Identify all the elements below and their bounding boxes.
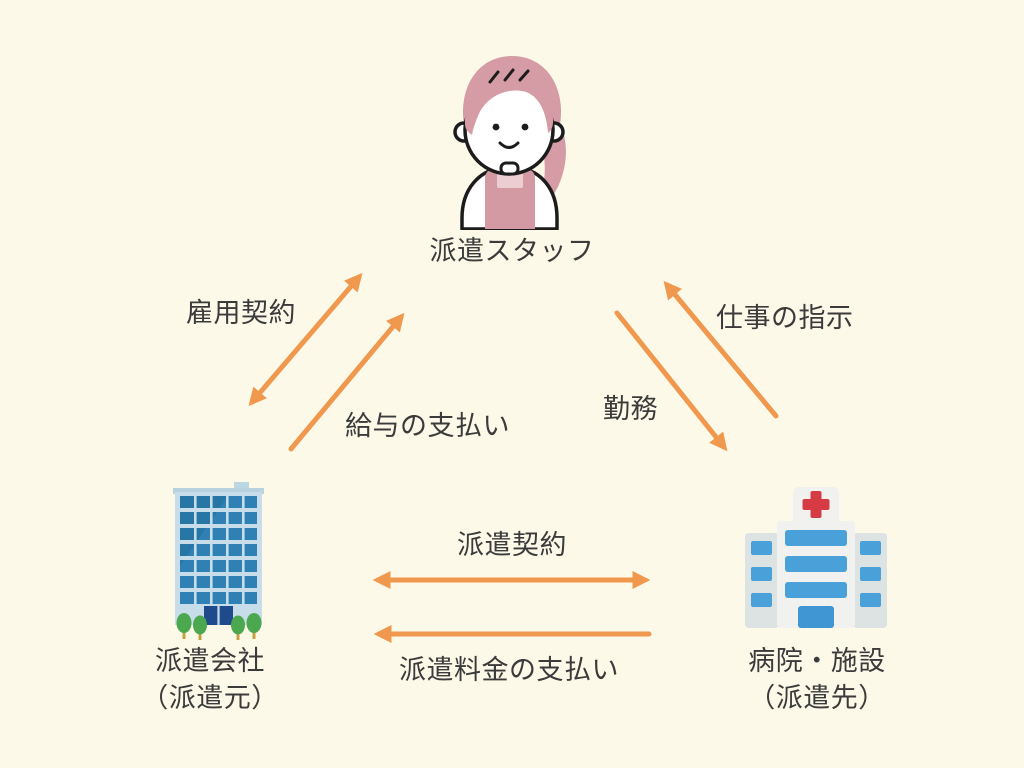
agency-node-label: 派遣会社 （派遣元） (60, 643, 360, 717)
staff-label: 派遣スタッフ (429, 236, 595, 267)
edge-label-dispatch-contract: 派遣契約 (457, 530, 567, 561)
arrow-work-duty (614, 310, 728, 452)
edge-label-employment-contract: 雇用契約 (186, 298, 296, 329)
arrow-salary-payment (288, 312, 405, 452)
office-building-icon (173, 482, 264, 640)
facility-sublabel: （派遣先） (748, 683, 886, 714)
agency-label: 派遣会社 (155, 646, 265, 677)
facility-node-label: 病院・施設 （派遣先） (667, 643, 967, 717)
tree-icons (176, 613, 262, 640)
arrow-employment-contract (248, 272, 363, 407)
facility-label: 病院・施設 (748, 646, 886, 677)
edge-label-work-duty: 勤務 (603, 394, 658, 425)
hospital-door (798, 606, 834, 628)
hospital-building-icon (745, 487, 887, 628)
building-windows (180, 496, 257, 604)
red-cross-icon (802, 491, 830, 518)
staff-node-label: 派遣スタッフ (362, 233, 662, 270)
agency-sublabel: （派遣元） (141, 683, 279, 714)
hospital-windows (751, 530, 881, 607)
edge-label-work-instructions: 仕事の指示 (716, 303, 854, 334)
arrow-work-instructions (663, 280, 779, 419)
female-staff-avatar-icon (453, 56, 566, 230)
edge-label-dispatch-fee-payment: 派遣料金の支払い (399, 655, 619, 686)
edge-label-salary-payment: 給与の支払い (345, 411, 510, 442)
